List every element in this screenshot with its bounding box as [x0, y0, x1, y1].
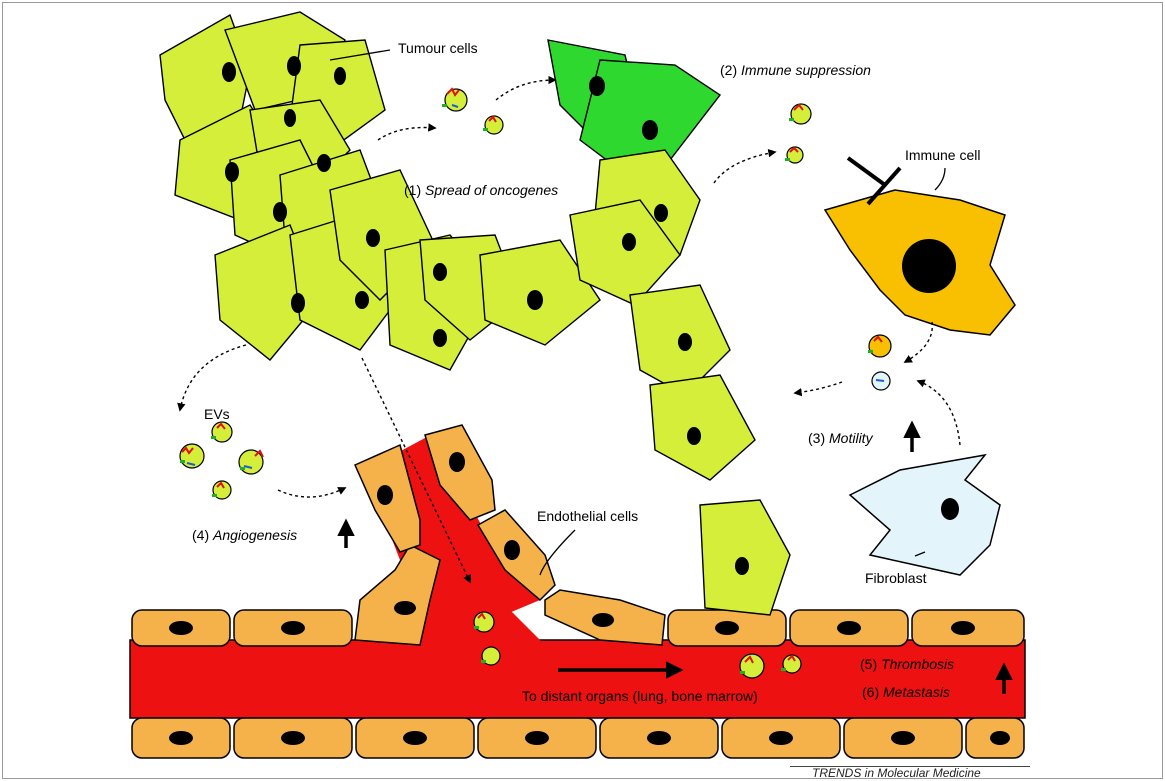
- label-tumour-cells: Tumour cells: [398, 40, 478, 56]
- ev-immune: [869, 335, 891, 390]
- tumour-cells-bright: [548, 40, 720, 170]
- label-thrombosis: (5) Thrombosis: [860, 656, 954, 672]
- label-spread-text: Spread of oncogenes: [425, 182, 558, 198]
- label-endothelial-cells: Endothelial cells: [537, 508, 638, 524]
- label-motility-num: (3): [808, 430, 825, 446]
- label-metastasis-num: (6): [862, 684, 879, 700]
- label-to-distant-organs: To distant organs (lung, bone marrow): [522, 688, 758, 704]
- label-metastasis-text: Metastasis: [883, 684, 950, 700]
- label-immune-suppression: (2) Immune suppression: [720, 62, 871, 78]
- endothelial-cells-bottom: [132, 718, 1024, 758]
- journal-credit: TRENDS in Molecular Medicine: [812, 766, 981, 780]
- label-spread-of-oncogenes: (1) Spread of oncogenes: [404, 182, 558, 198]
- label-thrombosis-num: (5): [860, 656, 877, 672]
- immune-cell: [825, 190, 1015, 335]
- label-immune-suppression-num: (2): [720, 62, 737, 78]
- label-angiogenesis-num: (4): [192, 527, 209, 543]
- label-motility-text: Motility: [829, 430, 873, 446]
- label-fibroblast: Fibroblast: [865, 570, 926, 586]
- fibroblast: [850, 455, 1000, 575]
- label-motility: (3) Motility: [808, 430, 873, 446]
- label-thrombosis-text: Thrombosis: [881, 656, 954, 672]
- label-metastasis: (6) Metastasis: [862, 684, 950, 700]
- label-evs: EVs: [204, 406, 230, 422]
- tumour-cell-chain: [570, 150, 790, 615]
- label-angiogenesis: (4) Angiogenesis: [192, 527, 297, 543]
- label-spread-num: (1): [404, 182, 421, 198]
- label-angiogenesis-text: Angiogenesis: [213, 527, 297, 543]
- label-immune-cell: Immune cell: [905, 147, 980, 163]
- label-immune-suppression-text: Immune suppression: [741, 62, 871, 78]
